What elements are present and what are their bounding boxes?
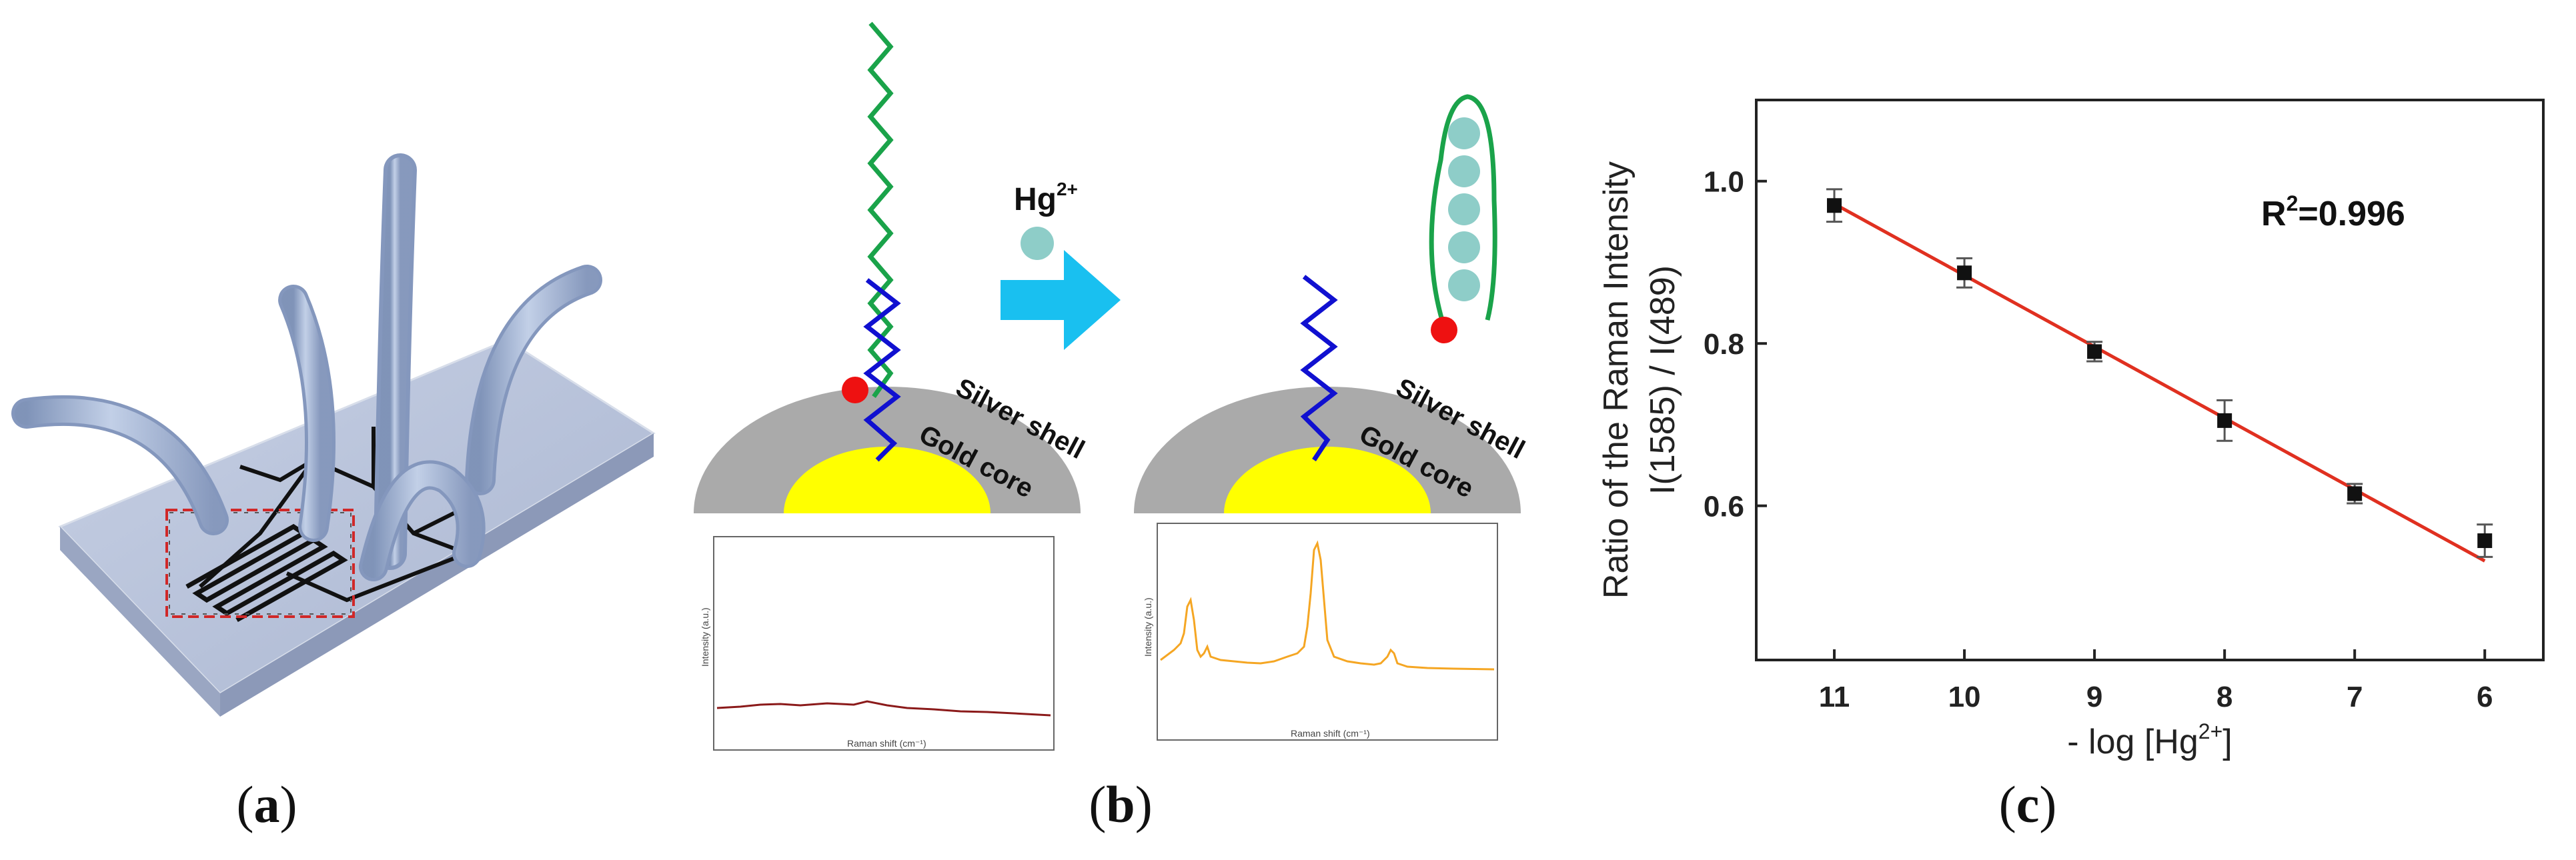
right-arrow (1001, 250, 1121, 350)
x-tick-label: 8 (2216, 681, 2232, 713)
x-tick-label: 11 (1819, 681, 1850, 713)
y-tick-label: 0.8 (1704, 328, 1744, 361)
spectrum-before-xlabel: Raman shift (cm⁻¹) (847, 738, 926, 749)
caption-a: (a) (236, 775, 297, 833)
x-axis-title: - log [Hg2+] (2067, 719, 2232, 761)
x-tick-label: 7 (2347, 681, 2363, 713)
reaction-arrow: Hg2+ (1001, 179, 1121, 350)
x-tick-label: 6 (2477, 681, 2493, 713)
data-point (1827, 198, 1842, 213)
calibration-chart: 0.6 0.8 1.0 11 10 9 8 7 6 Ratio of the Raman In… (1597, 99, 2545, 761)
ion-label: Hg2+ (1014, 179, 1078, 217)
spectrum-after-xlabel: Raman shift (cm⁻¹) (1291, 728, 1370, 739)
y-tick-label: 1.0 (1704, 166, 1744, 199)
hg-ions-chelated (1448, 117, 1480, 301)
inspection-region-box (165, 509, 355, 618)
data-point (2477, 533, 2493, 549)
y-axis-title-line1: Ratio of the Raman Intensity (1597, 161, 1636, 599)
microfluidic-chip-illustration (11, 153, 656, 717)
r-squared-annotation: R2=0.996 (2261, 191, 2405, 233)
data-point (1957, 265, 1972, 281)
spectrum-after-ylabel: Intensity (a.u.) (1143, 597, 1153, 657)
data-point (2347, 486, 2363, 501)
caption-b: (b) (1089, 775, 1153, 833)
blue-dna-strand-before (863, 278, 901, 462)
nanoparticle-after: Silver shell Gold core (1134, 94, 1529, 513)
data-points (1826, 188, 2493, 558)
spectrum-after: Intensity (a.u.) Raman shift (cm⁻¹) (1143, 523, 1498, 741)
green-dna-strand-before (867, 21, 894, 399)
fit-line (1833, 202, 2486, 563)
reporter-dot-after (1431, 317, 1457, 343)
reporter-dot-before (842, 377, 868, 403)
y-axis-title-line2: I(1585) / I(489) (1644, 265, 1682, 495)
sers-mechanism-schematic: Silver shell Gold core Hg2+ Silver shell… (694, 21, 1529, 751)
nanoparticle-before: Silver shell Gold core (694, 21, 1089, 513)
gold-core-after (1224, 447, 1431, 513)
spectrum-after-trace (1160, 540, 1495, 671)
spectrum-before-trace (716, 700, 1051, 717)
green-hairpin (1429, 94, 1497, 328)
plot-frame (1755, 99, 2545, 661)
x-tick-label: 10 (1948, 681, 1981, 713)
data-point (2087, 344, 2102, 359)
spectrum-before-ylabel: Intensity (a.u.) (700, 607, 710, 667)
blue-dna-strand-after (1300, 275, 1338, 461)
chip-slab (58, 339, 656, 717)
spectrum-before: Intensity (a.u.) Raman shift (cm⁻¹) (700, 536, 1055, 751)
y-axis-ticks: 0.6 0.8 1.0 (1704, 166, 1767, 523)
data-point (2217, 413, 2232, 428)
hg-ion (1021, 227, 1054, 260)
x-axis-ticks: 11 10 9 8 7 6 (1819, 649, 2493, 713)
gold-core-before (784, 447, 991, 513)
x-tick-label: 9 (2086, 681, 2102, 713)
caption-c: (c) (1998, 775, 2057, 833)
inlet-tubes (11, 153, 602, 581)
panel-a: (a) (0, 0, 667, 860)
panel-b: Silver shell Gold core Hg2+ Silver shell… (667, 0, 1561, 860)
panel-c: 0.6 0.8 1.0 11 10 9 8 7 6 Ratio of the Raman In… (1561, 0, 2576, 860)
y-tick-label: 0.6 (1704, 491, 1744, 523)
